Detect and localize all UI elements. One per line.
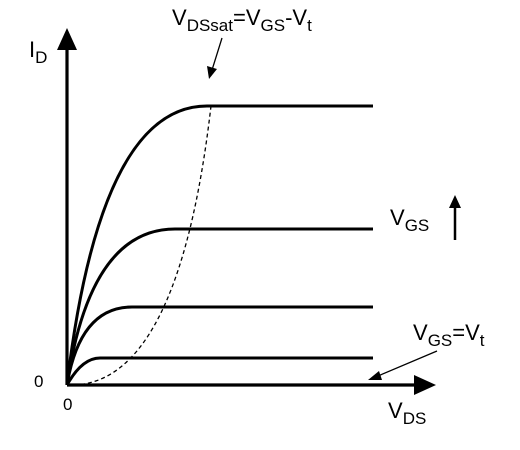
threshold-voltage-label: VGS=Vt — [413, 320, 485, 350]
threshold-pointer-arrowhead — [368, 371, 382, 380]
saturation-pointer-arrowhead — [207, 66, 217, 79]
x-origin-label: 0 — [63, 395, 72, 414]
x-axis-arrowhead — [414, 375, 436, 395]
characteristic-curve-1 — [65, 356, 373, 386]
characteristic-curve-2 — [65, 305, 373, 386]
saturation-boundary-curve — [66, 105, 212, 386]
saturation-pointer-arrow — [211, 37, 223, 71]
characteristic-curve-4 — [65, 104, 373, 386]
y-origin-label: 0 — [34, 372, 43, 391]
y-axis-arrowhead — [57, 28, 77, 50]
characteristic-curve-3 — [65, 227, 373, 386]
x-axis-label: VDS — [388, 398, 426, 428]
saturation-voltage-label: VDSsat=VGS-Vt — [172, 5, 312, 35]
vgs-increase-arrowhead — [449, 195, 461, 208]
threshold-pointer-arrow — [377, 350, 438, 377]
vgs-label: VGS — [390, 205, 429, 235]
y-axis-label: ID — [29, 37, 47, 67]
